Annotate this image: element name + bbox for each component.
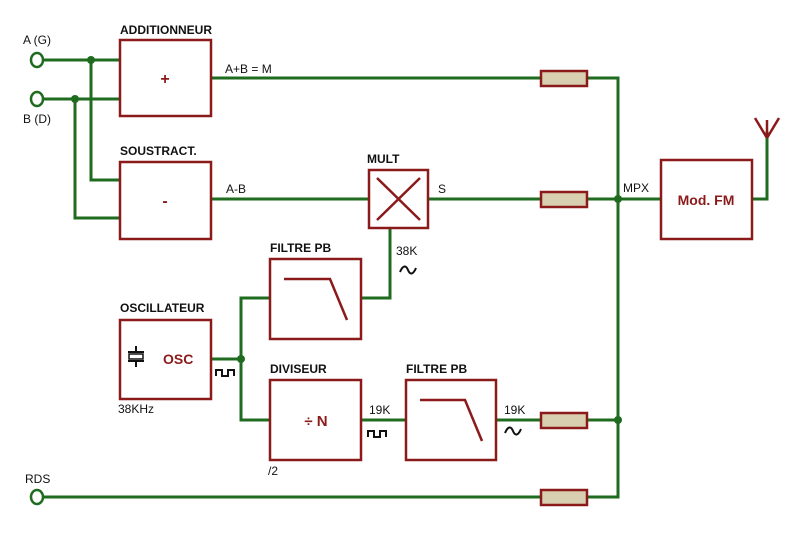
resistor (539, 69, 589, 88)
diviseur-title: DIVISEUR (270, 362, 327, 376)
filtre2-title: FILTRE PB (406, 362, 467, 376)
filtre1-title: FILTRE PB (270, 241, 331, 255)
input-b-label: B (D) (23, 112, 51, 126)
minus-symbol: - (162, 193, 167, 210)
resistor (539, 411, 589, 430)
square-wave-icon (367, 430, 387, 438)
junction-dot (71, 95, 79, 103)
diviseur-ratio: /2 (268, 464, 278, 478)
filtre2-block: FILTRE PB (404, 362, 498, 462)
wire-38k (359, 226, 392, 300)
wire-osc-to-diviseur (239, 357, 272, 422)
input-terminals: A (G) B (D) RDS (23, 33, 51, 506)
terminal-a (29, 51, 45, 69)
soustract-block: SOUSTRACT. - (118, 144, 213, 241)
modfm-box (659, 158, 754, 241)
signal-19k-in-label: 19K (369, 403, 390, 417)
oscillateur-title: OSCILLATEUR (120, 301, 205, 315)
filtre1-box (268, 257, 363, 341)
junction-dot (237, 355, 245, 363)
junction-dot (614, 416, 622, 424)
antenna-icon (753, 117, 781, 139)
signal-19k-out-label: 19K (504, 403, 525, 417)
signal-diff-label: A-B (226, 182, 246, 196)
filtre2-box (404, 378, 498, 462)
additionneur-block: ADDITIONNEUR + (118, 23, 213, 118)
soustract-box (118, 160, 213, 241)
terminal-b (29, 90, 45, 108)
signal-s-label: S (438, 182, 446, 196)
input-a-label: A (G) (23, 33, 51, 47)
lowpass-filter-icon (420, 398, 484, 442)
wire-b-to-soustract (73, 97, 122, 220)
additionneur-box (118, 38, 213, 118)
junction-dot (87, 56, 95, 64)
soustract-title: SOUSTRACT. (120, 144, 197, 158)
diviseur-block: DIVISEUR ÷ N /2 (268, 362, 363, 478)
sine-wave-icon (504, 426, 522, 436)
oscillateur-block: OSCILLATEUR OSC 38KHz (118, 301, 235, 416)
lowpass-filter-icon (284, 277, 349, 321)
plus-symbol: + (160, 71, 169, 88)
signal-sum-label: A+B = M (225, 62, 272, 76)
modfm-title: Mod. FM (678, 192, 735, 208)
wire-a-to-soustract (89, 58, 122, 182)
modfm-block: Mod. FM (659, 158, 754, 241)
resistors (539, 69, 589, 507)
signal-mpx-label: MPX (623, 181, 649, 195)
additionneur-title: ADDITIONNEUR (120, 23, 212, 37)
resistor (539, 488, 589, 507)
quartz-crystal-icon (128, 346, 144, 367)
junctions (71, 56, 622, 424)
square-wave-icon (215, 369, 235, 377)
mult-title: MULT (367, 152, 400, 166)
sine-wave-icon (399, 265, 417, 275)
divide-n-symbol: ÷ N (304, 413, 327, 430)
oscillateur-freq: 38KHz (118, 402, 154, 416)
wire-antenna (750, 131, 769, 201)
terminal-rds (29, 488, 45, 506)
input-rds-label: RDS (25, 472, 50, 486)
mult-block: MULT (367, 152, 430, 230)
wires (41, 58, 769, 499)
signal-labels: A+B = M A-B S MPX 38K 19K 19K (225, 62, 649, 417)
diviseur-box (268, 378, 363, 462)
filtre1-block: FILTRE PB (268, 241, 363, 341)
wire-osc-to-filtre (239, 296, 272, 361)
osc-symbol: OSC (163, 351, 193, 367)
resistor (539, 190, 589, 209)
multiply-cross-icon (376, 177, 421, 221)
signal-38k-label: 38K (396, 244, 417, 258)
junction-dot (614, 195, 622, 203)
